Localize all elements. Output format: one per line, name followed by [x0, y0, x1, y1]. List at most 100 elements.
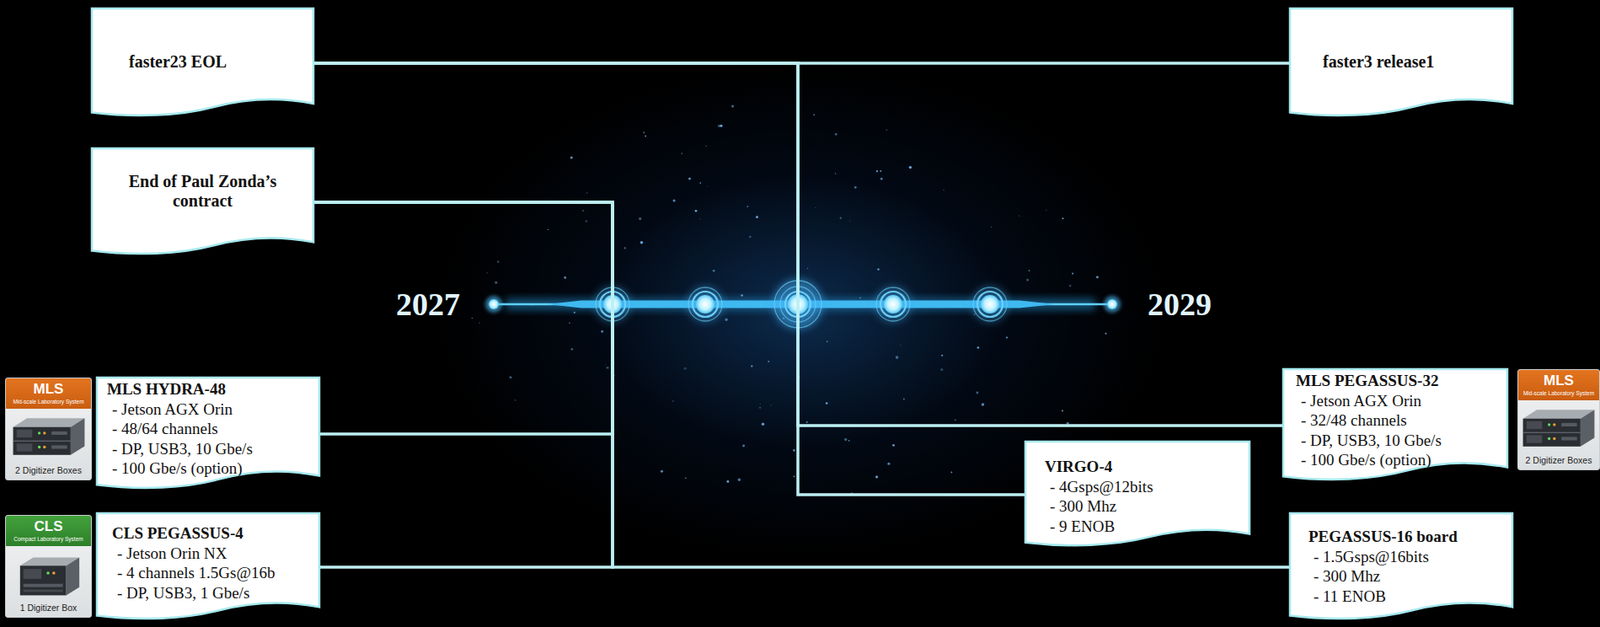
star	[486, 272, 488, 274]
star	[606, 366, 610, 370]
dot-core	[980, 294, 1000, 314]
star	[807, 267, 809, 269]
star	[570, 155, 573, 159]
star	[688, 177, 691, 181]
star	[767, 360, 770, 363]
decor-shape	[42, 445, 46, 449]
star	[806, 421, 809, 423]
star	[1104, 332, 1107, 335]
decor-shape	[1552, 422, 1556, 426]
star	[826, 340, 829, 343]
star	[750, 364, 754, 368]
star	[746, 205, 749, 208]
decor-shape	[51, 444, 68, 449]
star	[644, 135, 647, 138]
box-text: MLS HYDRA-48- Jetson AGX Orin- 48/64 cha…	[96, 377, 320, 479]
box-heading: MLS HYDRA-48	[107, 379, 315, 400]
document-outline	[96, 377, 320, 488]
icon-header: MLSMid-scale Laboratory System	[5, 378, 91, 409]
star	[604, 363, 606, 365]
star	[814, 207, 816, 209]
star	[660, 470, 664, 473]
box-text: PEGASSUS-16 board- 1.5Gsps@16bits- 300 M…	[1289, 513, 1513, 606]
device-image	[10, 409, 88, 461]
icon-header: MLSMid-scale Laboratory System	[1518, 369, 1600, 401]
star	[1026, 278, 1029, 282]
star	[755, 215, 759, 219]
icon-header: CLSCompact Laboratory System	[5, 515, 91, 546]
star	[825, 401, 829, 405]
star	[792, 449, 796, 452]
box-bullet: - Jetson AGX Orin	[107, 399, 315, 420]
callout-box: faster23 EOL	[91, 8, 314, 118]
timeline-end-glow	[1103, 295, 1121, 313]
device-image	[13, 549, 85, 600]
box-text: MLS PEGASSUS-32- Jetson AGX Orin- 32/48 …	[1283, 369, 1508, 471]
dot-glow	[971, 285, 1009, 323]
box-bullet: - DP, USB3, 10 Gbe/s	[107, 438, 315, 460]
dot-ring	[692, 291, 718, 317]
star	[638, 217, 642, 220]
star	[770, 404, 771, 406]
dot-glow	[686, 285, 724, 323]
box-heading: faster3 release1	[1322, 52, 1504, 72]
icon-caption: 2 Digitizer Boxes	[5, 465, 91, 476]
icon-subtitle: Mid-scale Laboratory System	[5, 397, 91, 406]
star	[582, 209, 584, 212]
callout-box: MLS PEGASSUS-32- Jetson AGX Orin- 32/48 …	[1283, 369, 1508, 482]
star	[951, 471, 953, 474]
icon-subtitle: Mid-scale Laboratory System	[1518, 389, 1600, 397]
decor-shape	[1526, 434, 1543, 443]
star	[761, 422, 765, 426]
star	[563, 276, 567, 279]
decor-shape	[1547, 437, 1551, 440]
star	[892, 444, 895, 447]
star	[1071, 272, 1074, 274]
star	[981, 402, 985, 407]
star	[570, 347, 573, 351]
star	[880, 177, 883, 181]
star	[895, 355, 899, 359]
document-outline	[1289, 8, 1513, 116]
star	[712, 269, 716, 273]
decor-shape	[1547, 422, 1551, 426]
star	[749, 235, 751, 238]
star	[471, 317, 474, 320]
connector-line	[313, 202, 1290, 568]
star	[877, 267, 879, 270]
decor-shape	[1523, 432, 1581, 434]
star	[854, 186, 857, 189]
star	[844, 438, 847, 441]
star	[699, 218, 701, 220]
star	[640, 240, 643, 244]
star	[705, 144, 707, 147]
dot-glow	[874, 285, 912, 323]
dot-core	[883, 294, 903, 314]
star	[586, 192, 588, 193]
star	[673, 198, 676, 202]
star	[585, 219, 589, 223]
star	[899, 344, 901, 346]
box-bullet: - 11 ENOB	[1308, 586, 1508, 607]
box-bullet: - 1.5Gsps@16bits	[1308, 546, 1508, 568]
box-heading: MLS PEGASSUS-32	[1295, 370, 1503, 391]
icon-caption: 1 Digitizer Box	[5, 602, 91, 613]
star	[614, 374, 616, 376]
box-bullet: - 300 Mhz	[1044, 496, 1245, 517]
star	[624, 246, 627, 249]
star	[497, 260, 500, 263]
callout-box: VIRGO-4- 4Gsps@12bits- 300 Mhz- 9 ENOB	[1025, 441, 1250, 548]
star	[695, 209, 698, 213]
decor-shape	[1526, 421, 1543, 429]
dot-core	[695, 294, 715, 314]
star	[954, 418, 957, 421]
device-image	[1519, 401, 1598, 452]
year-label: 2029	[1137, 286, 1222, 322]
decor-shape	[42, 431, 46, 434]
star	[706, 186, 708, 188]
star	[724, 318, 728, 322]
star	[793, 475, 796, 477]
icon-caption: 2 Digitizer Boxes	[1518, 454, 1600, 466]
dot-ring	[876, 287, 910, 322]
